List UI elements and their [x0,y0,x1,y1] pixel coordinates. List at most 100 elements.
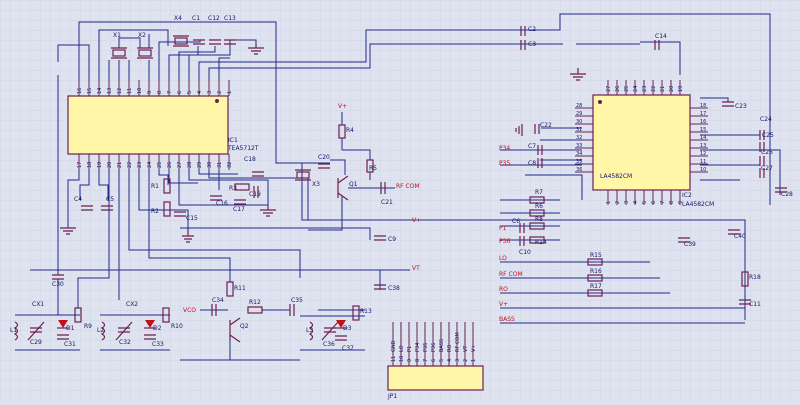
crystal-x4[interactable] [173,35,189,47]
ic1-chip[interactable] [67,95,229,155]
inductor-l3[interactable] [308,321,314,341]
jp1-pin-label: 9 [407,359,413,362]
transistor-q2[interactable] [229,317,241,343]
capacitor-c16[interactable] [210,195,222,201]
capacitor-c22[interactable] [534,124,540,134]
p34-net-label: P34 [499,145,510,152]
capacitor-c1[interactable] [193,39,205,45]
c35-label: C35 [291,297,303,304]
ground-symbol [260,205,276,217]
capacitor-c15[interactable] [174,211,186,217]
variable-capacitor-c29[interactable] [27,321,45,341]
capacitor-c24[interactable] [759,130,765,140]
c15-label: C15 [186,215,198,222]
transistor-q1[interactable] [337,175,349,201]
jp1-pin-net: VT [463,345,469,352]
capacitor-c35[interactable] [289,304,295,316]
crystal-x1[interactable] [111,47,127,59]
resistor-r5[interactable] [366,159,374,173]
capacitor-c31[interactable] [57,334,69,340]
crystal-x2[interactable] [137,47,153,59]
capacitor-c13[interactable] [224,39,236,45]
resistor-r13[interactable] [352,305,360,321]
resistor-r8[interactable] [529,222,545,230]
capacitor-c20[interactable] [318,163,330,169]
c12-label: C12 [208,15,220,22]
capacitor-c21[interactable] [380,182,386,194]
varactor-d1[interactable] [57,320,69,329]
c10-label: C10 [519,249,531,256]
resistor-r7[interactable] [529,196,545,204]
ic2-name: IC2 [682,192,692,199]
capacitor-c38[interactable] [374,284,386,290]
vplus-net-right: V+ [412,217,421,224]
resistor-r10[interactable] [162,307,170,323]
c31-label: C31 [64,341,76,348]
capacitor-c17[interactable] [234,199,246,205]
capacitor-c26[interactable] [759,156,765,166]
resistor-r16[interactable] [587,274,603,282]
capacitor-c6[interactable] [519,223,525,233]
inductor-l2[interactable] [100,321,106,341]
resistor-r9[interactable] [74,307,82,323]
resistor-r4[interactable] [338,124,346,139]
capacitor-c39[interactable] [678,237,690,243]
capacitor-c27[interactable] [759,168,765,178]
c3-label: C3 [528,41,536,48]
variable-capacitor-c32[interactable] [115,321,133,341]
ground-symbol [182,228,194,243]
ic1-pin-number: 16 [77,88,83,94]
capacitor-c9[interactable] [374,235,386,241]
capacitor-c37[interactable] [335,335,347,341]
capacitor-c12[interactable] [209,39,221,45]
capacitor-c36[interactable] [321,321,339,341]
varactor-d3[interactable] [335,320,347,329]
capacitor-c8[interactable] [537,158,543,168]
tank-left-wiring [15,279,170,351]
capacitor-c34[interactable] [211,304,217,316]
capacitor-c18[interactable] [252,171,264,177]
x3-label: X3 [312,181,320,188]
ic2-chip[interactable] [592,94,691,191]
inductor-l1[interactable] [13,321,19,341]
resistor-r15[interactable] [587,258,603,266]
c20-label: C20 [318,154,330,161]
resistor-r1[interactable] [163,178,171,194]
capacitor-c25[interactable] [759,142,765,152]
resistor-r18[interactable] [741,271,749,287]
r5-label: R5 [369,165,377,172]
capacitor-c28[interactable] [775,187,787,193]
capacitor-c5[interactable] [101,205,113,211]
c37-label: C37 [342,345,354,352]
capacitor-c4[interactable] [81,205,93,211]
resistor-r12[interactable] [247,306,263,314]
capacitor-c23[interactable] [722,101,734,107]
capacitor-c40[interactable] [728,229,740,235]
resistor-r11[interactable] [226,281,234,297]
r17-label: R17 [590,283,602,290]
capacitor-c14[interactable] [654,40,660,50]
connector-jp1[interactable] [387,365,484,391]
resistor-r2[interactable] [163,201,171,217]
c38-label: C38 [388,285,400,292]
resistor-r17[interactable] [587,289,603,297]
resistor-r3[interactable] [234,183,250,191]
ic1-pin-number: 31 [217,162,223,168]
varactor-d2[interactable] [144,320,156,329]
ic1-name: IC1 [228,137,238,144]
capacitor-c7[interactable] [537,145,543,155]
jp1-pin-label: 1 [471,359,477,362]
capacitor-c33[interactable] [144,334,156,340]
crystal-x3[interactable] [295,169,311,181]
capacitor-c10[interactable] [519,236,525,246]
capacitor-c3[interactable] [520,40,526,50]
capacitor-c2[interactable] [520,26,526,36]
x2-label: X2 [138,32,146,39]
resistor-r14[interactable] [529,236,545,244]
c17-label: C17 [233,206,245,213]
capacitor-c19[interactable] [253,186,259,198]
resistor-r6[interactable] [529,209,545,217]
capacitor-c11[interactable] [739,299,751,305]
